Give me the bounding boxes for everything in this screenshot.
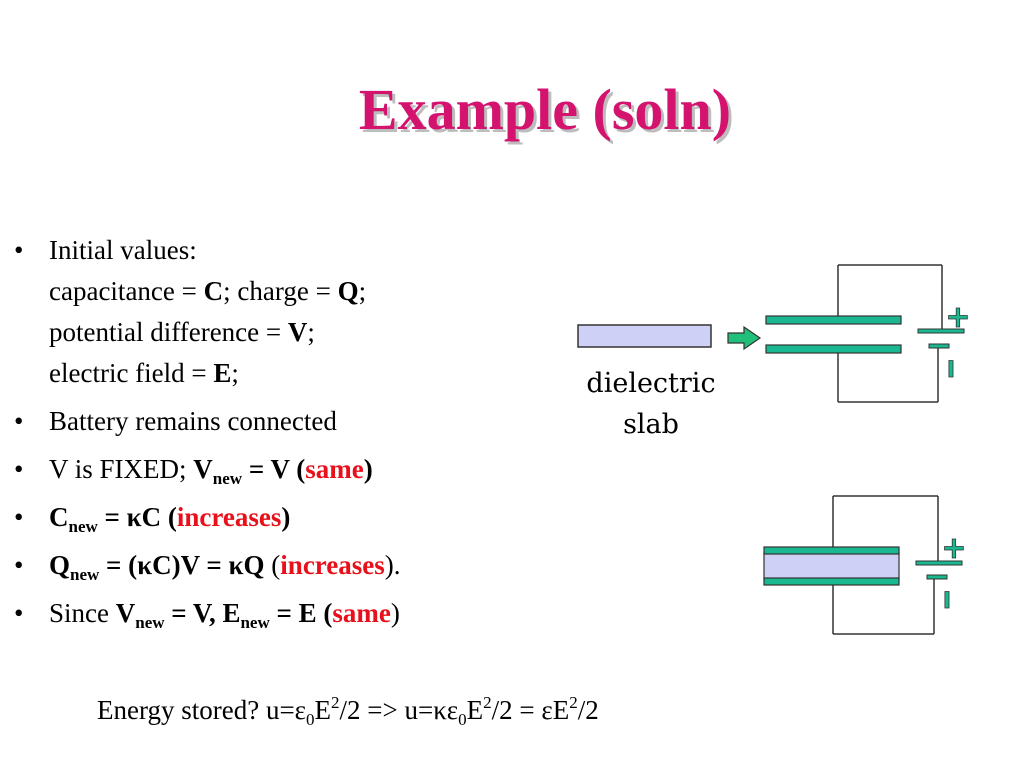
slide-title: Example (soln) xyxy=(358,77,732,142)
bullet-v-fixed: • V is FIXED; Vnew = V (same) xyxy=(14,449,574,490)
lower-bottom-plate xyxy=(763,577,900,586)
dielectric-slab xyxy=(577,324,712,348)
bullet-battery: • Battery remains connected xyxy=(14,401,574,442)
bullet-marker: • xyxy=(14,235,24,265)
potential-line: potential difference = V; xyxy=(49,317,315,347)
bullet-marker: • xyxy=(14,598,24,628)
initial-values-heading: Initial values: xyxy=(49,235,197,265)
increases-label: increases xyxy=(176,502,282,532)
same-label: same xyxy=(305,454,364,484)
bullet-marker: • xyxy=(14,406,24,436)
battery-text: Battery remains connected xyxy=(49,406,337,436)
lower-battery-short xyxy=(926,574,948,580)
bullet-marker: • xyxy=(14,550,24,580)
upper-top-plate xyxy=(765,315,902,325)
energy-stored-line: Energy stored? u=ε0E2/2 => u=κε0E2/2 = ε… xyxy=(97,693,599,729)
capacitance-line: capacitance = C; charge = Q; xyxy=(49,276,367,306)
upper-minus-sign: I xyxy=(947,358,955,383)
bullet-marker: • xyxy=(14,502,24,532)
increases-label: increases xyxy=(280,550,385,580)
lower-circuit xyxy=(832,495,939,635)
bullet-initial-values: • Initial values: capacitance = C; charg… xyxy=(14,230,574,394)
upper-plus-sign: + xyxy=(945,300,970,335)
field-line: electric field = E; xyxy=(49,358,239,388)
lower-slab-inserted xyxy=(763,552,900,580)
lower-top-plate xyxy=(763,546,900,555)
upper-battery-long xyxy=(917,328,965,334)
lower-battery-long xyxy=(915,560,963,566)
bullet-since: • Since Vnew = V, Enew = E (same) xyxy=(14,593,574,634)
bullet-list: • Initial values: capacitance = C; charg… xyxy=(14,230,574,641)
insert-arrow-icon xyxy=(727,325,762,351)
same-label: same xyxy=(332,598,391,628)
lower-minus-sign: I xyxy=(943,589,951,614)
bullet-marker: • xyxy=(14,454,24,484)
upper-battery-short xyxy=(928,343,950,349)
upper-bottom-plate xyxy=(765,344,902,354)
bullet-c-new: • Cnew = κC (increases) xyxy=(14,497,574,538)
upper-circuit xyxy=(837,264,943,403)
bullet-q-new: • Qnew = (κC)V = κQ (increases). xyxy=(14,545,574,586)
lower-plus-sign: + xyxy=(941,531,966,566)
dielectric-slab-label: dielectric slab xyxy=(586,368,716,440)
